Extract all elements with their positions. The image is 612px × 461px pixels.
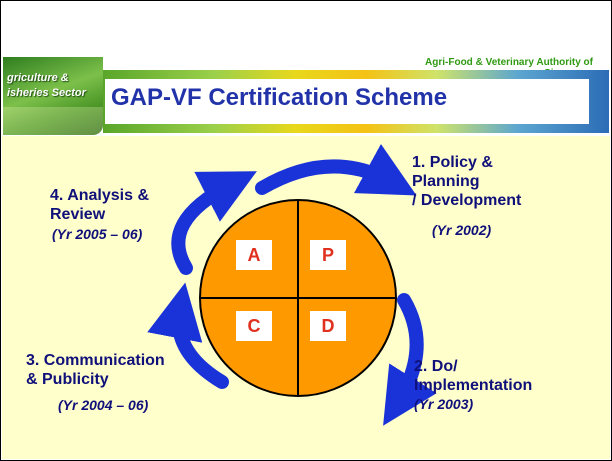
phase-1-period: (Yr 2002) xyxy=(432,222,492,238)
quadrant-a: A xyxy=(236,240,272,270)
sector-logo: griculture & isheries Sector xyxy=(3,57,103,135)
arrow-top-left xyxy=(171,171,257,275)
title-box xyxy=(105,79,589,124)
phase-3-label: 3. Communication & Publicity xyxy=(26,352,165,388)
slide-title: GAP-VF Certification Scheme xyxy=(111,84,448,111)
quadrant-p: P xyxy=(310,240,346,270)
phase-4-period: (Yr 2005 – 06) xyxy=(52,226,143,242)
phase-2-label: 2. Do/ Implementation xyxy=(414,358,533,394)
quadrant-c: C xyxy=(236,311,272,341)
phase-3-period: (Yr 2004 – 06) xyxy=(58,397,149,413)
quadrant-d: D xyxy=(310,311,346,341)
phase-1-label: 1. Policy & Planning / Development xyxy=(412,154,522,209)
arrow-top-right xyxy=(255,143,417,196)
logo-tint xyxy=(3,107,103,135)
logo-text: griculture & isheries Sector xyxy=(7,72,86,99)
phase-4-label: 4. Analysis & Review xyxy=(50,187,150,223)
arrow-bottom-right xyxy=(383,293,437,426)
arrow-bottom-left xyxy=(147,282,229,389)
phase-2-period: (Yr 2003) xyxy=(414,396,474,412)
